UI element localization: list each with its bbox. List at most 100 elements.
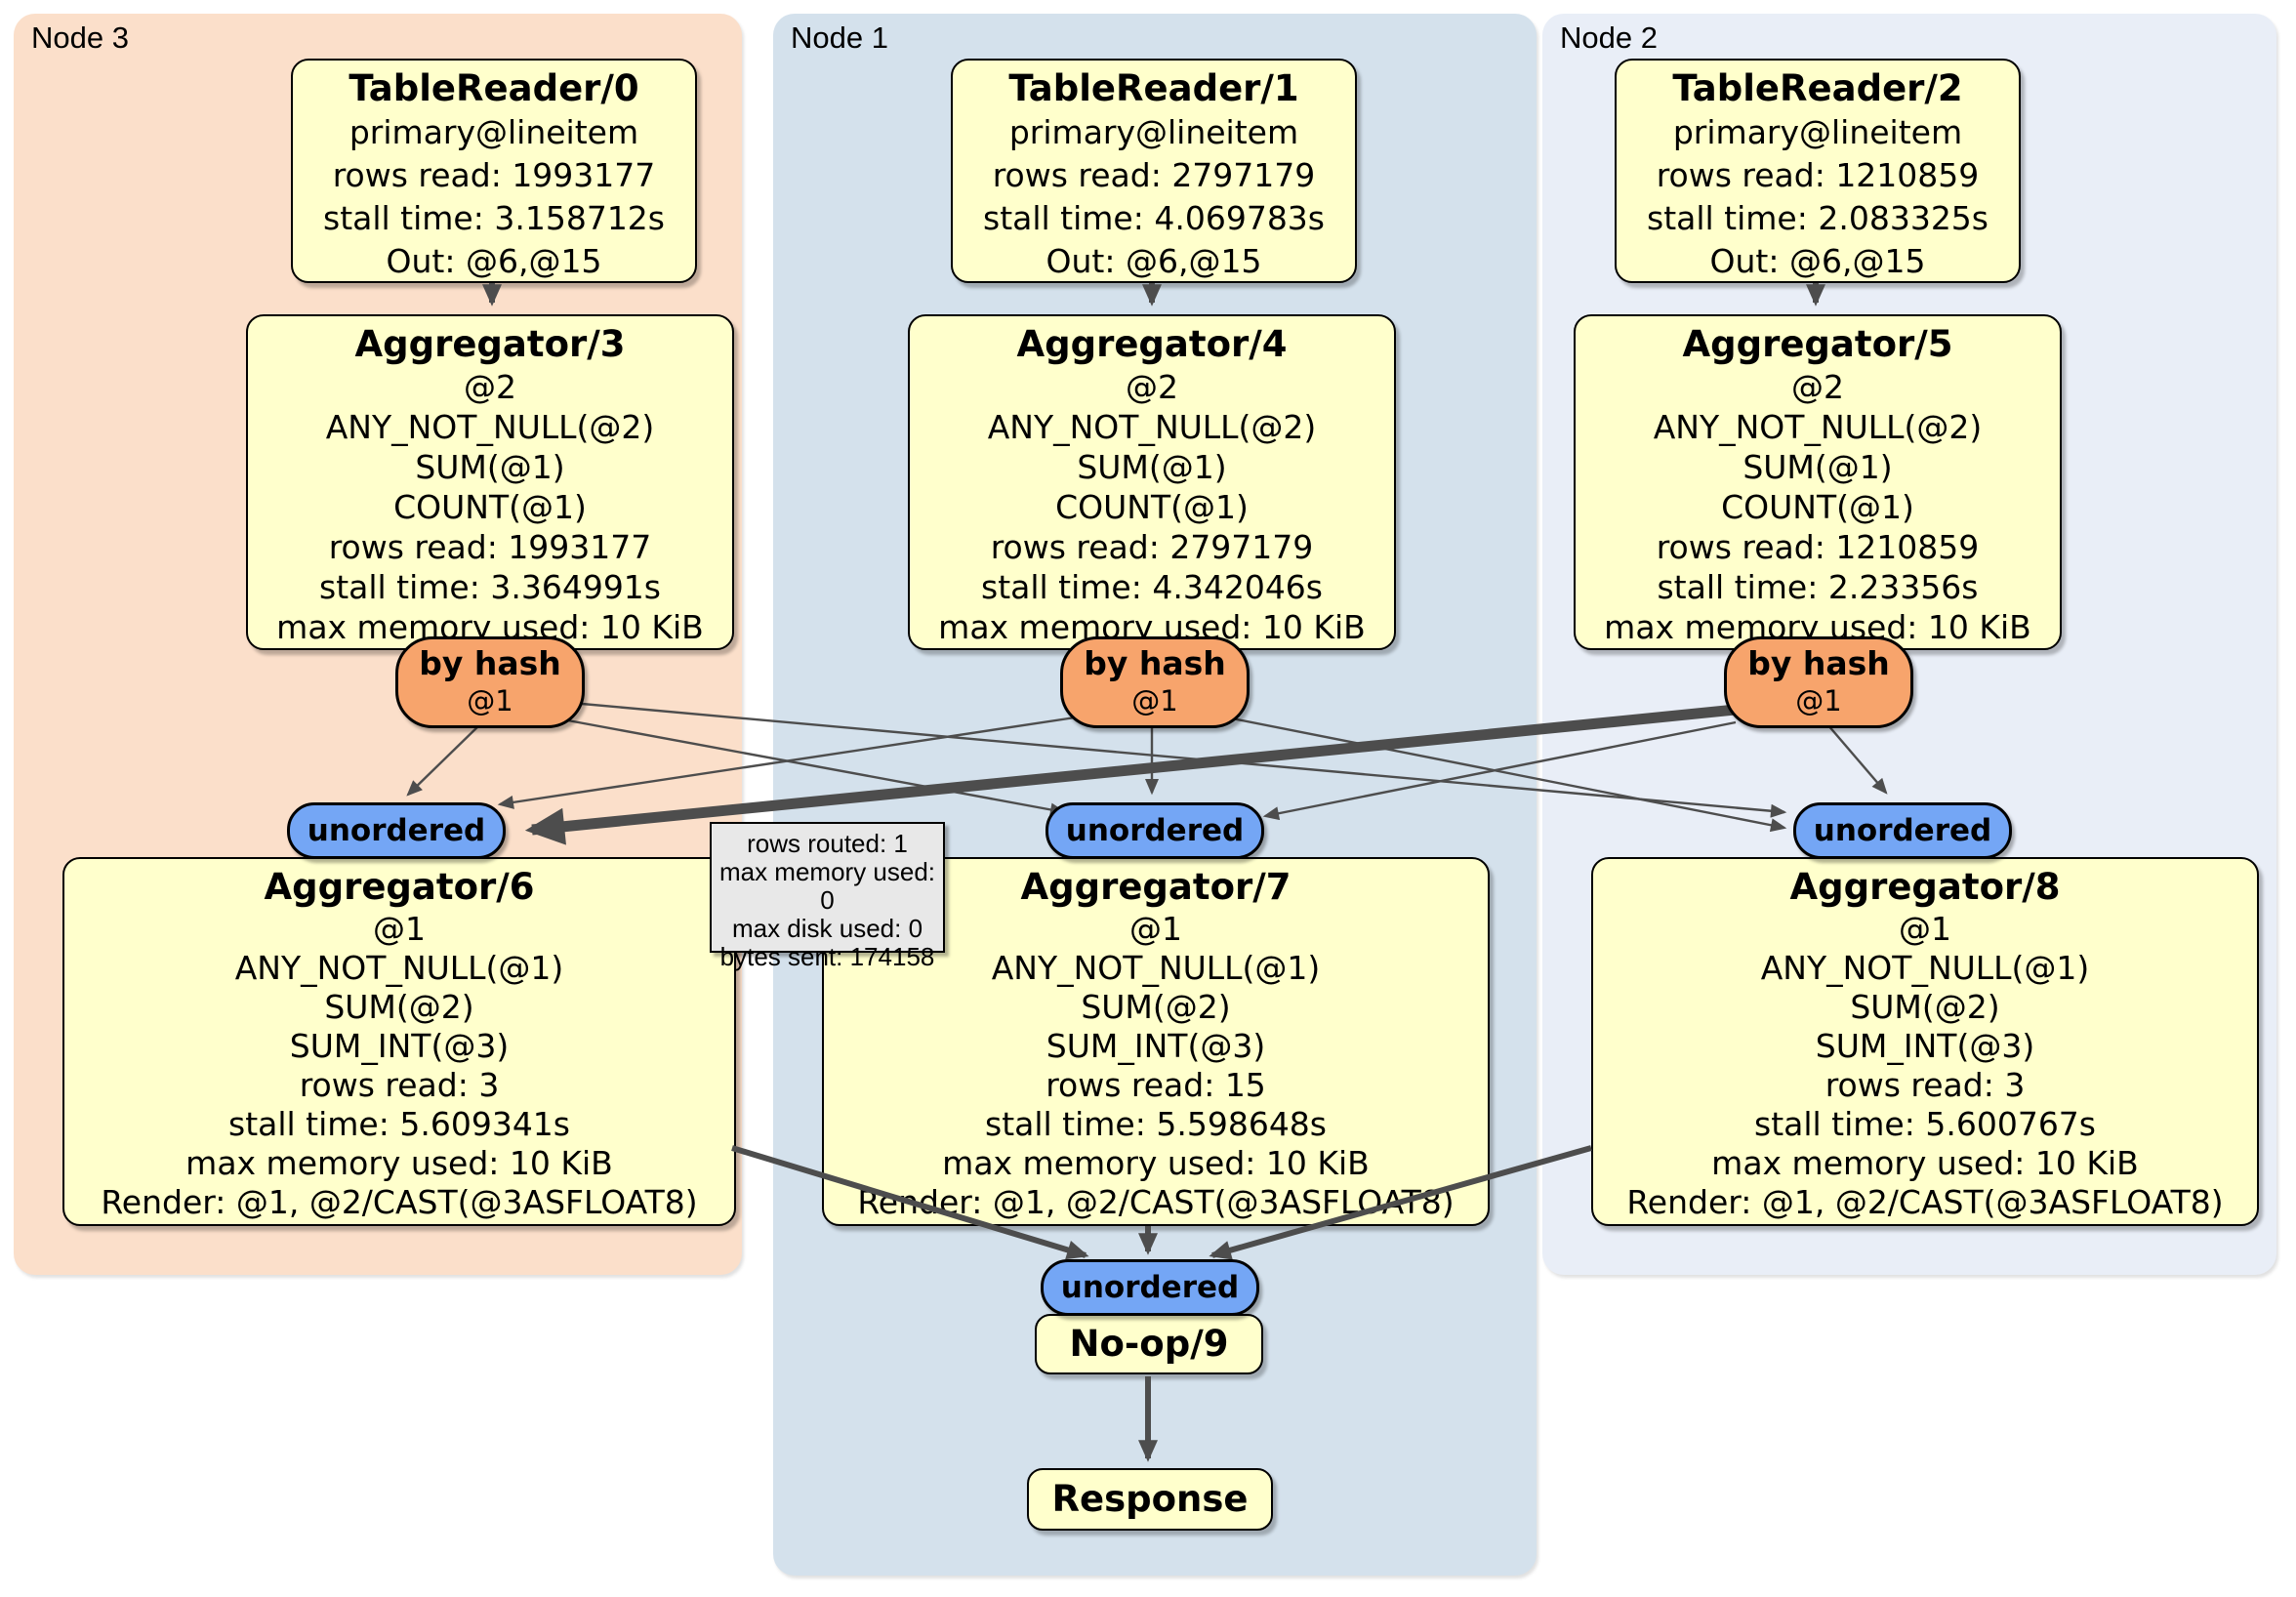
router-label: by hash xyxy=(1747,644,1890,682)
detail-line: stall time: 5.598648s xyxy=(985,1105,1327,1143)
detail-line: ANY_NOT_NULL(@2) xyxy=(987,408,1317,446)
detail-line: @2 xyxy=(1126,368,1178,406)
detail-line: @1 xyxy=(1129,910,1182,948)
detail-line: stall time: 2.23356s xyxy=(1657,568,1979,606)
processor-title: TableReader/2 xyxy=(1672,67,1963,109)
detail-line: @1 xyxy=(373,910,426,948)
detail-line: stall time: 2.083325s xyxy=(1647,199,1988,237)
sync-label: unordered xyxy=(1065,813,1245,848)
detail-line: stall time: 3.158712s xyxy=(323,199,665,237)
router-label: by hash xyxy=(1084,644,1226,682)
detail-line: COUNT(@1) xyxy=(1055,488,1249,526)
detail-line: max memory used: 10 KiB xyxy=(1711,1144,2139,1182)
processor-response[interactable]: Response xyxy=(1027,1468,1273,1531)
detail-line: primary@lineitem xyxy=(1008,113,1299,151)
edge-hash1-sync3[interactable] xyxy=(497,715,1083,809)
processor-title: Aggregator/3 xyxy=(354,323,626,365)
detail-line: ANY_NOT_NULL(@2) xyxy=(325,408,655,446)
node-region-label: Node 3 xyxy=(31,20,129,55)
detail-line: rows read: 2797179 xyxy=(990,528,1314,566)
sync-label: unordered xyxy=(1813,813,1992,848)
detail-line: stall time: 3.364991s xyxy=(319,568,661,606)
sync-label: unordered xyxy=(307,813,486,848)
edge-hash1-sync2[interactable] xyxy=(1221,715,1787,833)
router-key: @1 xyxy=(467,684,513,717)
processor-tablereader-1[interactable]: TableReader/1 primary@lineitem rows read:… xyxy=(951,59,1357,283)
detail-line: @2 xyxy=(464,368,516,406)
processor-title: Aggregator/4 xyxy=(1016,323,1288,365)
router-key: @1 xyxy=(1131,684,1178,717)
edge-agg6-finalsync[interactable] xyxy=(731,1145,1089,1260)
edge-hash2-sync3-highlighted[interactable] xyxy=(524,703,1746,845)
detail-line: SUM_INT(@3) xyxy=(289,1027,510,1065)
node-region-label: Node 2 xyxy=(1560,20,1658,55)
detail-line: primary@lineitem xyxy=(348,113,639,151)
router-key: @1 xyxy=(1795,684,1842,717)
detail-line: stall time: 5.600767s xyxy=(1754,1105,2096,1143)
router-by-hash-node2[interactable]: by hash @1 xyxy=(1724,636,1913,728)
detail-line: rows read: 1993177 xyxy=(328,528,652,566)
detail-line: SUM(@1) xyxy=(1077,448,1227,486)
detail-line: SUM_INT(@3) xyxy=(1046,1027,1266,1065)
detail-line: Render: @1, @2/CAST(@3ASFLOAT8) xyxy=(1626,1183,2224,1221)
sync-unordered-final[interactable]: unordered xyxy=(1041,1259,1259,1316)
detail-line: stall time: 4.342046s xyxy=(981,568,1323,606)
detail-line: rows read: 15 xyxy=(1046,1066,1266,1104)
detail-line: Out: @6,@15 xyxy=(1709,242,1926,280)
processor-title: TableReader/1 xyxy=(1008,67,1299,109)
processor-tablereader-0[interactable]: TableReader/0 primary@lineitem rows read:… xyxy=(291,59,697,283)
sync-unordered-node2[interactable]: unordered xyxy=(1793,802,2012,859)
edge-hash3-sync3[interactable] xyxy=(406,723,481,797)
detail-line: ANY_NOT_NULL(@1) xyxy=(1760,949,2090,987)
detail-line: stall time: 5.609341s xyxy=(228,1105,570,1143)
detail-line: SUM(@2) xyxy=(1081,988,1231,1026)
detail-line: stall time: 4.069783s xyxy=(983,199,1325,237)
detail-line: SUM_INT(@3) xyxy=(1815,1027,2035,1065)
edge-agg8-finalsync[interactable] xyxy=(1209,1145,1592,1260)
sync-unordered-node3[interactable]: unordered xyxy=(287,802,506,859)
node-region-label: Node 1 xyxy=(791,20,888,55)
detail-line: max memory used: 10 KiB xyxy=(942,1144,1370,1182)
processor-title: Aggregator/8 xyxy=(1789,866,2061,908)
detail-line: Out: @6,@15 xyxy=(386,242,602,280)
router-by-hash-node3[interactable]: by hash @1 xyxy=(395,636,585,728)
detail-line: @1 xyxy=(1899,910,1951,948)
detail-line: max memory used: 10 KiB xyxy=(185,1144,613,1182)
edge-hash2-sync1[interactable] xyxy=(1262,720,1737,821)
edge-hash3-sync2[interactable] xyxy=(570,701,1787,818)
detail-line: ANY_NOT_NULL(@1) xyxy=(234,949,564,987)
detail-line: rows read: 3 xyxy=(299,1066,500,1104)
processor-title: Aggregator/6 xyxy=(264,866,535,908)
detail-line: rows read: 2797179 xyxy=(992,156,1316,194)
processor-title: No-op/9 xyxy=(1069,1323,1229,1365)
processor-title: TableReader/0 xyxy=(348,67,639,109)
detail-line: rows read: 1210859 xyxy=(1656,528,1980,566)
sync-unordered-node1[interactable]: unordered xyxy=(1046,802,1264,859)
detail-line: rows read: 1993177 xyxy=(332,156,656,194)
detail-line: SUM(@2) xyxy=(1850,988,2000,1026)
detail-line: max memory used: 0 xyxy=(718,857,936,915)
router-label: by hash xyxy=(419,644,561,682)
detail-line: COUNT(@1) xyxy=(393,488,587,526)
processor-title: Aggregator/5 xyxy=(1682,323,1953,365)
edge-hash3-sync1[interactable] xyxy=(546,715,1067,817)
detail-line: COUNT(@1) xyxy=(1721,488,1914,526)
detail-line: rows routed: 1 xyxy=(747,829,908,858)
detail-line: ANY_NOT_NULL(@1) xyxy=(991,949,1321,987)
detail-line: Out: @6,@15 xyxy=(1046,242,1262,280)
edge-hash2-sync2[interactable] xyxy=(1826,723,1888,795)
detail-line: ANY_NOT_NULL(@2) xyxy=(1653,408,1983,446)
processor-title: Aggregator/7 xyxy=(1020,866,1292,908)
router-by-hash-node1[interactable]: by hash @1 xyxy=(1060,636,1250,728)
detail-line: SUM(@2) xyxy=(324,988,474,1026)
